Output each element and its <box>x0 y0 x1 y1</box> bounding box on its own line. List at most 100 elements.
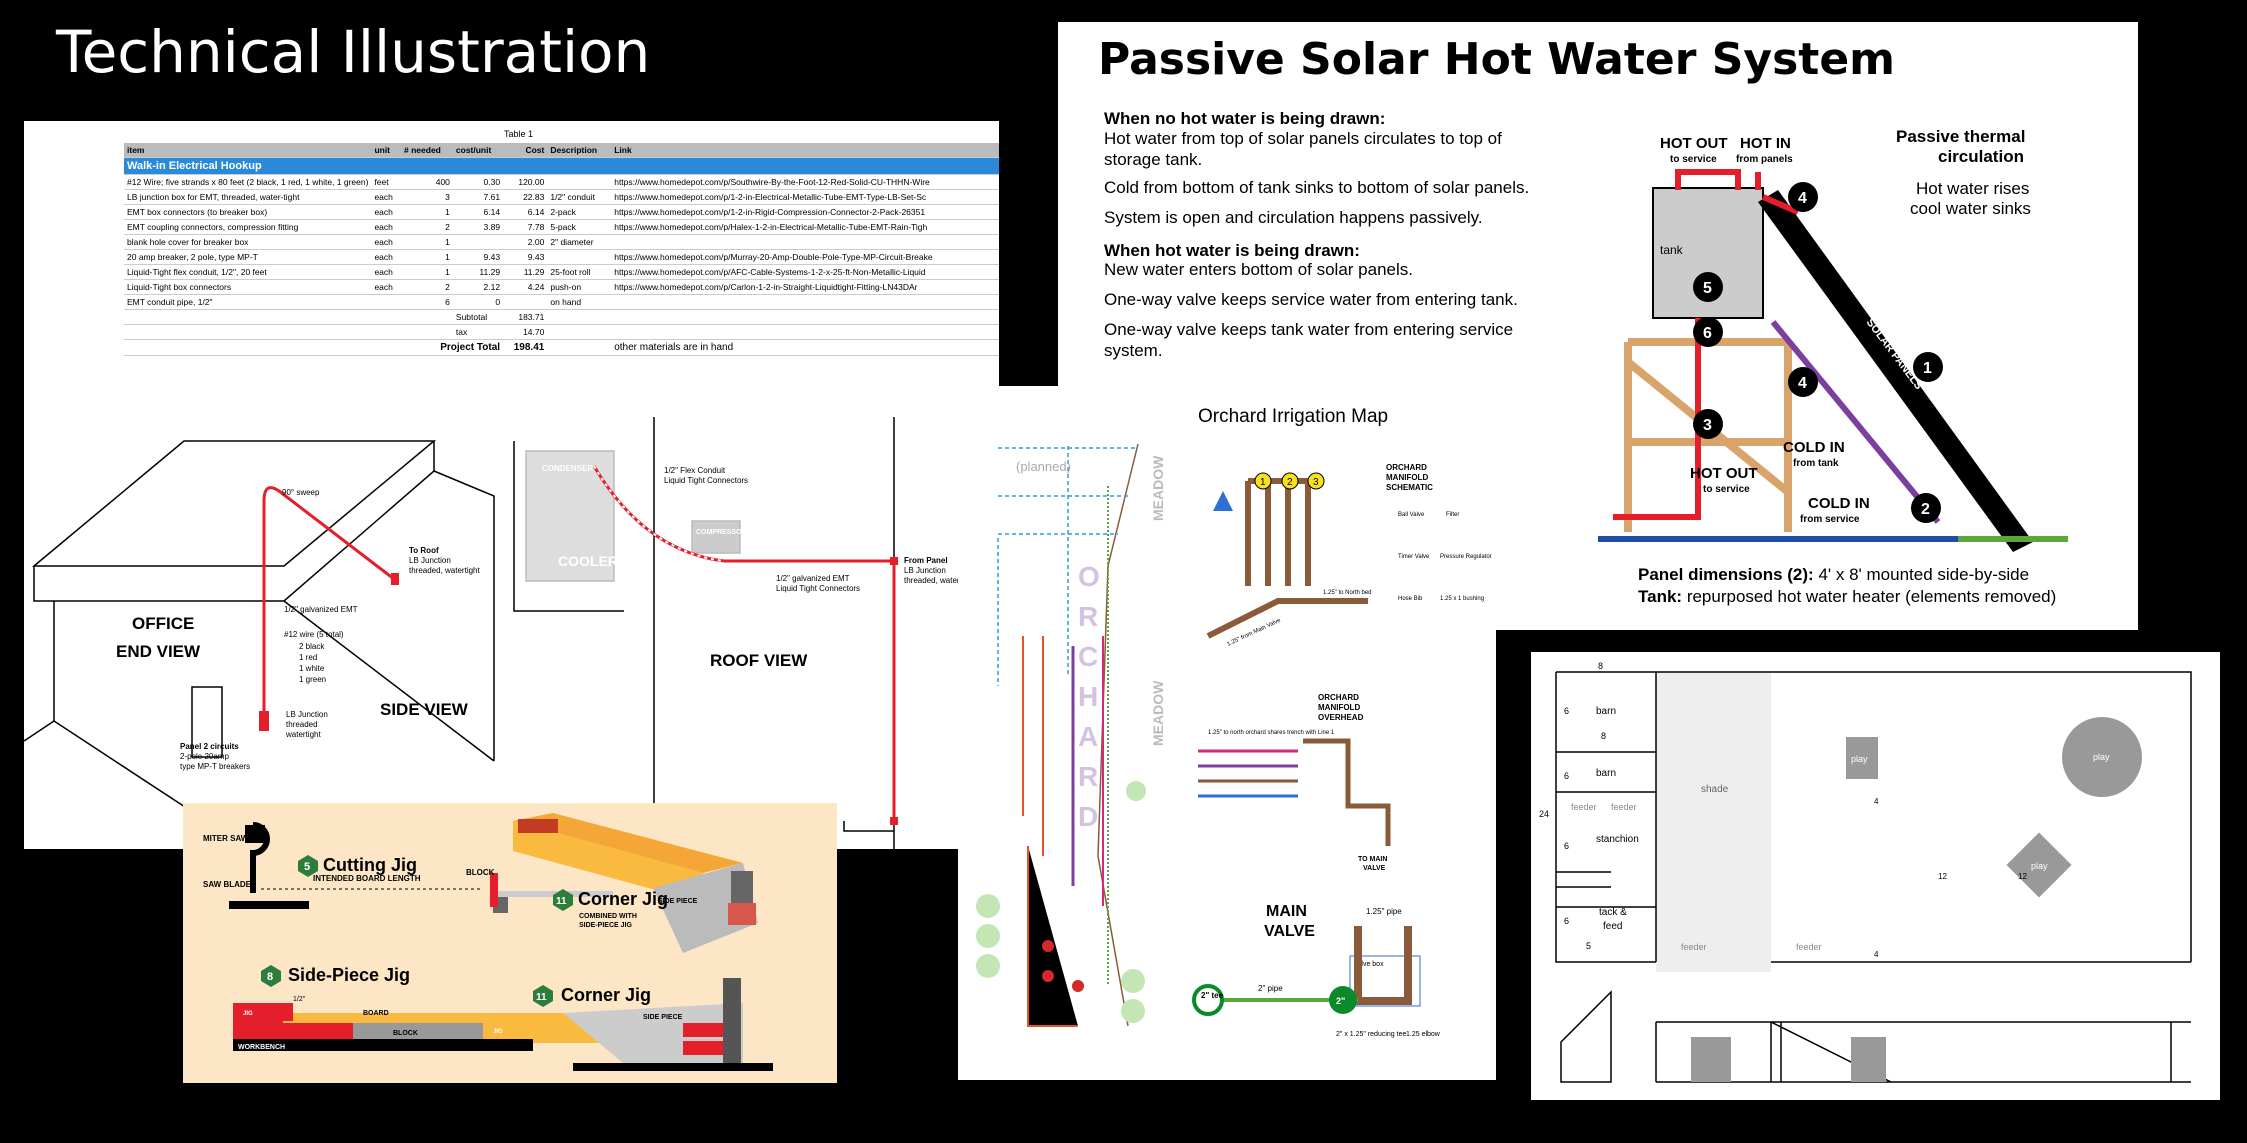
intended-label: INTENDED BOARD LENGTH <box>313 874 421 883</box>
stanchion-label: stanchion <box>1596 834 1639 845</box>
orchard-letter-a: A <box>1078 721 1098 752</box>
barn-panel: 8 8 24 barn barn 6 6 6 6 feeder feeder s… <box>1531 652 2220 1100</box>
to-roof-label: To Roof <box>409 546 439 555</box>
block2-label: BLOCK <box>393 1030 418 1037</box>
from-panel-2: LB Junction <box>904 566 946 575</box>
wire-2: 1 red <box>299 653 317 662</box>
overhead-1: ORCHARD <box>1318 693 1359 702</box>
panel-dimensions: Panel dimensions (2): 4' x 8' mounted si… <box>1638 565 2030 584</box>
tack-label-2: feed <box>1603 921 1622 932</box>
panel-2: 2-pole 20amp <box>180 752 229 761</box>
wire-3: 1 white <box>299 664 325 673</box>
dim-8a: 8 <box>1598 661 1603 671</box>
condenser-label: CONDENSER <box>542 464 593 473</box>
to-service-label: to service <box>1670 154 1717 165</box>
num-3: 3 <box>1703 417 1712 434</box>
orchard-letter-d: D <box>1078 801 1098 832</box>
from-tank-label: from tank <box>1793 458 1839 469</box>
hot-in-label: HOT IN <box>1740 135 1791 152</box>
solar-text-6: One-way valve keeps tank water from ente… <box>1104 320 1514 360</box>
feeder-label-1: feeder <box>1571 802 1597 812</box>
emt-label: 1/2" galvanized EMT <box>284 605 358 614</box>
wire-label: #12 wire (5 total) <box>284 630 344 639</box>
v2-label: 2" <box>1336 996 1345 1006</box>
from-service-label: from service <box>1800 514 1860 525</box>
cold-in-service: COLD IN <box>1808 495 1870 512</box>
to-north-label: 1.25" to North bed <box>1323 590 1372 596</box>
from-panel-1: From Panel <box>904 556 948 565</box>
side-view-label: SIDE VIEW <box>380 700 469 719</box>
dim-4a: 4 <box>1874 797 1879 806</box>
meadow-label-1: MEADOW <box>1150 455 1166 521</box>
jig-label-2: JIG <box>493 1029 503 1035</box>
table-section: Walk-in Electrical Hookup <box>124 157 999 175</box>
orchard-letter-r: R <box>1078 601 1098 632</box>
dim-12b: 12 <box>2018 872 2027 881</box>
passive-2: circulation <box>1938 147 2024 166</box>
tee-label: 2" tee <box>1201 991 1224 1000</box>
orchard-drawing: (planned) MEADOW MEADOW O R C H A R D 1 … <box>976 443 1492 1038</box>
page-title: Technical Illustration <box>56 18 651 86</box>
cold-in-tank: COLD IN <box>1783 439 1845 456</box>
legend-bushing: 1.25 x 1 bushing <box>1440 596 1484 602</box>
electrical-drawing: 90° sweep To Roof LB Junction threaded, … <box>24 417 975 849</box>
table-row: LB junction box for EMT, threaded, water… <box>124 189 999 205</box>
saw-blade-label: SAW BLADE <box>203 880 252 889</box>
dim-6d: 6 <box>1564 916 1569 926</box>
corner-number: 11 <box>556 896 567 907</box>
miter-saw-label: MITER SAW <box>203 834 249 843</box>
overhead-3: OVERHEAD <box>1318 713 1364 722</box>
flex-2: Liquid Tight Connectors <box>664 476 748 485</box>
electrical-panel: Table 1 item unit # needed cost/unit Cos… <box>24 121 999 849</box>
jig-label-1: JIG <box>243 1011 253 1017</box>
solar-title: Passive Solar Hot Water System <box>1098 34 1896 85</box>
legend-filter: Filter <box>1446 512 1459 518</box>
num-1: 1 <box>1923 360 1932 377</box>
legend-ball: Ball Valve <box>1398 512 1425 518</box>
materials-table: item unit # needed cost/unit Cost Descri… <box>124 143 999 356</box>
tack-label-1: tack & <box>1599 907 1627 918</box>
dim-6b: 6 <box>1564 771 1569 781</box>
panel-3: type MP-T breakers <box>180 762 250 771</box>
solar-text-4: New water enters bottom of solar panels. <box>1104 260 1413 279</box>
barn-drawing: 8 8 24 barn barn 6 6 6 6 feeder feeder s… <box>1539 661 2192 1083</box>
lbj-2: threaded <box>286 720 318 729</box>
corner2-number: 11 <box>536 992 547 1003</box>
from-panel-3: threaded, watertight <box>904 576 975 585</box>
workbench-label: WORKBENCH <box>238 1044 285 1051</box>
num-4b: 4 <box>1798 375 1807 392</box>
orchard-letter-c: C <box>1078 641 1098 672</box>
legend-hose: Hose Bib <box>1398 596 1423 602</box>
barn-label-1: barn <box>1596 706 1616 717</box>
num-4a: 4 <box>1798 190 1807 207</box>
num-2: 2 <box>1921 501 1930 518</box>
emt2-b: Liquid Tight Connectors <box>776 584 860 593</box>
sinks-label: cool water sinks <box>1910 199 2031 218</box>
shares-label: 1.25" to north orchard shares trench wit… <box>1208 730 1335 736</box>
dim-5: 5 <box>1586 941 1591 951</box>
solar-heading-1: When no hot water is being drawn: <box>1104 109 1386 128</box>
schem-1: 1 <box>1260 477 1266 488</box>
dim-24: 24 <box>1539 809 1549 819</box>
schematic-3: SCHEMATIC <box>1386 483 1433 492</box>
rises-label: Hot water rises <box>1916 179 2029 198</box>
table-row: #12 Wire; five strands x 80 feet (2 blac… <box>124 174 999 190</box>
compressor-label: COMPRESSOR <box>696 529 747 536</box>
hot-out-label-2: HOT OUT <box>1690 465 1758 482</box>
wire-1: 2 black <box>299 642 325 651</box>
solar-text-5: One-way valve keeps service water from e… <box>1104 290 1518 309</box>
dim-8b: 8 <box>1601 731 1606 741</box>
passive-1: Passive thermal <box>1896 127 2025 146</box>
overhead-2: MANIFOLD <box>1318 703 1360 712</box>
corner-title: Corner Jig <box>578 889 668 909</box>
jig-drawing: MITER SAW SAW BLADE INTENDED BOARD LENGT… <box>203 813 773 1071</box>
board-label: BOARD <box>363 1010 389 1017</box>
table-row: EMT coupling connectors, compression fit… <box>124 219 999 235</box>
cooler-label: COOLER <box>558 553 618 569</box>
orchard-letter-r2: R <box>1078 761 1098 792</box>
